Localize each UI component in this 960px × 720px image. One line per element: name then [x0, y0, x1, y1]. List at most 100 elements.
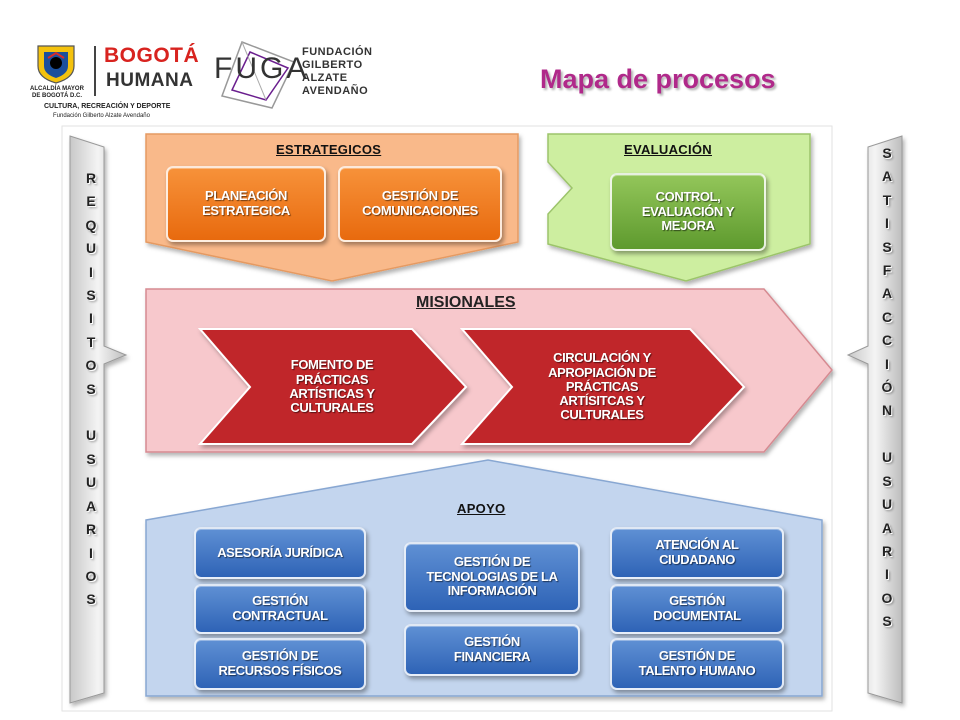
- gestion-recursos-fisicos-box[interactable]: GESTIÓN DE RECURSOS FÍSICOS: [194, 638, 366, 690]
- fuga-name-line-4: AVENDAÑO: [302, 85, 369, 97]
- satisfaccion-arrow: [846, 135, 903, 704]
- chevron-fomento-shape: [197, 328, 468, 445]
- financiera-line-2: FINANCIERA: [453, 649, 531, 664]
- vertical-letter: I: [885, 566, 889, 583]
- tecnologias-line-2: TECNOLOGIAS DE LA: [426, 568, 558, 584]
- vertical-gap: [89, 401, 93, 424]
- fomento-line-2: PRÁCTICAS: [295, 371, 369, 387]
- vertical-letter: A: [85, 497, 97, 514]
- vertical-letter: S: [882, 145, 892, 161]
- vertical-letter: I: [89, 544, 93, 561]
- control-line-3: MEJORA: [661, 218, 715, 234]
- evaluacion-label: EVALUACIÓN: [624, 142, 712, 157]
- chevron-circulacion-shape: [459, 328, 746, 445]
- documental-line-2: DOCUMENTAL: [653, 608, 741, 623]
- vertical-letter: T: [882, 191, 892, 208]
- vertical-letter: U: [85, 474, 97, 491]
- vertical-letter: S: [86, 591, 96, 608]
- vertical-letter: S: [86, 450, 96, 467]
- vertical-letter: C: [881, 308, 893, 325]
- vertical-letter: S: [86, 380, 96, 397]
- vertical-letter: T: [86, 333, 96, 350]
- recursos-line-1: GESTIÓN DE: [241, 648, 319, 664]
- vertical-letter: C: [881, 332, 893, 349]
- asesoria-juridica-box[interactable]: ASESORÍA JURÍDICA: [194, 527, 366, 579]
- vertical-letter: U: [85, 240, 97, 257]
- vertical-letter: Ó: [881, 379, 893, 396]
- vertical-gap: [885, 423, 889, 446]
- frame-outline: [61, 125, 833, 712]
- contractual-line-2: CONTRACTUAL: [232, 608, 328, 623]
- atencion-line-2: CIUDADANO: [659, 552, 735, 567]
- requisitos-arrow: [69, 135, 128, 704]
- control-evaluacion-mejora-box[interactable]: CONTROL, EVALUACIÓN Y MEJORA: [610, 173, 766, 251]
- tecnologias-line-1: GESTIÓN DE: [453, 554, 531, 570]
- documental-line-1: GESTIÓN: [669, 593, 725, 609]
- vertical-letter: E: [86, 193, 96, 210]
- vertical-letter: A: [881, 519, 893, 536]
- vertical-letter: I: [885, 215, 889, 232]
- planeacion-line-1: PLANEACIÓN: [205, 188, 287, 204]
- circulacion-line-4: ARTÍSITCAS Y: [559, 393, 645, 409]
- vertical-letter: R: [85, 170, 97, 186]
- circulacion-line-1: CIRCULACIÓN Y: [553, 350, 651, 366]
- gestion-contractual-box[interactable]: GESTIÓN CONTRACTUAL: [194, 584, 366, 634]
- gestion-documental-box[interactable]: GESTIÓN DOCUMENTAL: [610, 584, 784, 634]
- page-title: Mapa de procesos: [540, 64, 776, 94]
- estrategicos-label: ESTRATEGICOS: [276, 142, 382, 157]
- alcaldia-line-2: DE BOGOTÁ D.C.: [31, 93, 82, 99]
- gestion-tecnologias-box[interactable]: GESTIÓN DE TECNOLOGIAS DE LA INFORMACIÓN: [404, 542, 580, 612]
- gestion-financiera-box[interactable]: GESTIÓN FINANCIERA: [404, 624, 580, 676]
- vertical-letter: S: [882, 472, 892, 489]
- fomento-line-3: ARTÍSTICAS Y: [289, 386, 375, 401]
- recursos-line-2: RECURSOS FÍSICOS: [218, 663, 342, 678]
- vertical-letter: S: [86, 287, 96, 304]
- vertical-letter: U: [881, 496, 893, 513]
- vertical-letter: U: [85, 427, 97, 444]
- control-line-2: EVALUACIÓN Y: [641, 203, 735, 219]
- logo-divider: [94, 46, 96, 96]
- circulacion-line-5: CULTURALES: [560, 407, 644, 423]
- vertical-letter: N: [881, 402, 893, 419]
- control-line-1: CONTROL,: [655, 189, 721, 205]
- gestion-comunicaciones-box[interactable]: GESTIÓN DE COMUNICACIONES: [338, 166, 502, 242]
- apoyo-label: APOYO: [457, 501, 506, 516]
- fomento-line-1: FOMENTO DE: [290, 357, 374, 373]
- vertical-letter: F: [882, 262, 892, 279]
- vertical-letter: S: [882, 238, 892, 255]
- tecnologias-line-3: INFORMACIÓN: [447, 583, 537, 599]
- financiera-line-1: GESTIÓN: [464, 634, 520, 650]
- bogota-crest-icon: [37, 45, 75, 84]
- asesoria-line-1: ASESORÍA JURÍDICA: [217, 544, 343, 560]
- vertical-letter: A: [881, 168, 893, 185]
- bogota-logo-line-2: HUMANA: [106, 70, 194, 91]
- vertical-letter: I: [89, 310, 93, 327]
- vertical-letter: O: [85, 567, 97, 584]
- vertical-letter: I: [885, 355, 889, 372]
- vertical-letter: S: [882, 613, 892, 630]
- vertical-letter: R: [881, 542, 893, 559]
- foundation-line: Fundación Gilberto Alzate Avendaño: [53, 113, 150, 119]
- comunicaciones-line-2: COMUNICACIONES: [362, 203, 478, 218]
- atencion-line-1: ATENCIÓN AL: [655, 537, 739, 553]
- vertical-letter: O: [881, 589, 893, 606]
- circulacion-apropiacion-chevron[interactable]: CIRCULACIÓN Y APROPIACIÓN DE PRÁCTICAS A…: [510, 331, 694, 443]
- vertical-letter: A: [881, 285, 893, 302]
- talento-line-1: GESTIÓN DE: [658, 648, 736, 664]
- vertical-letter: I: [89, 263, 93, 280]
- alcaldia-line-1: ALCALDÍA MAYOR: [30, 86, 84, 92]
- planeacion-estrategica-box[interactable]: PLANEACIÓN ESTRATEGICA: [166, 166, 326, 242]
- gestion-talento-humano-box[interactable]: GESTIÓN DE TALENTO HUMANO: [610, 638, 784, 690]
- circulacion-line-2: APROPIACIÓN DE: [548, 364, 656, 380]
- misionales-label: MISIONALES: [416, 294, 516, 311]
- vertical-letter: R: [85, 521, 97, 538]
- vertical-letter: U: [881, 449, 893, 466]
- fuga-logo-icon: [221, 41, 296, 109]
- planeacion-line-2: ESTRATEGICA: [202, 203, 290, 218]
- fomento-practicas-chevron[interactable]: FOMENTO DE PRÁCTICAS ARTÍSTICAS Y CULTUR…: [250, 331, 414, 443]
- atencion-ciudadano-box[interactable]: ATENCIÓN AL CIUDADANO: [610, 527, 784, 579]
- culture-line: CULTURA, RECREACIÓN Y DEPORTE: [44, 103, 171, 110]
- fomento-line-4: CULTURALES: [290, 400, 374, 416]
